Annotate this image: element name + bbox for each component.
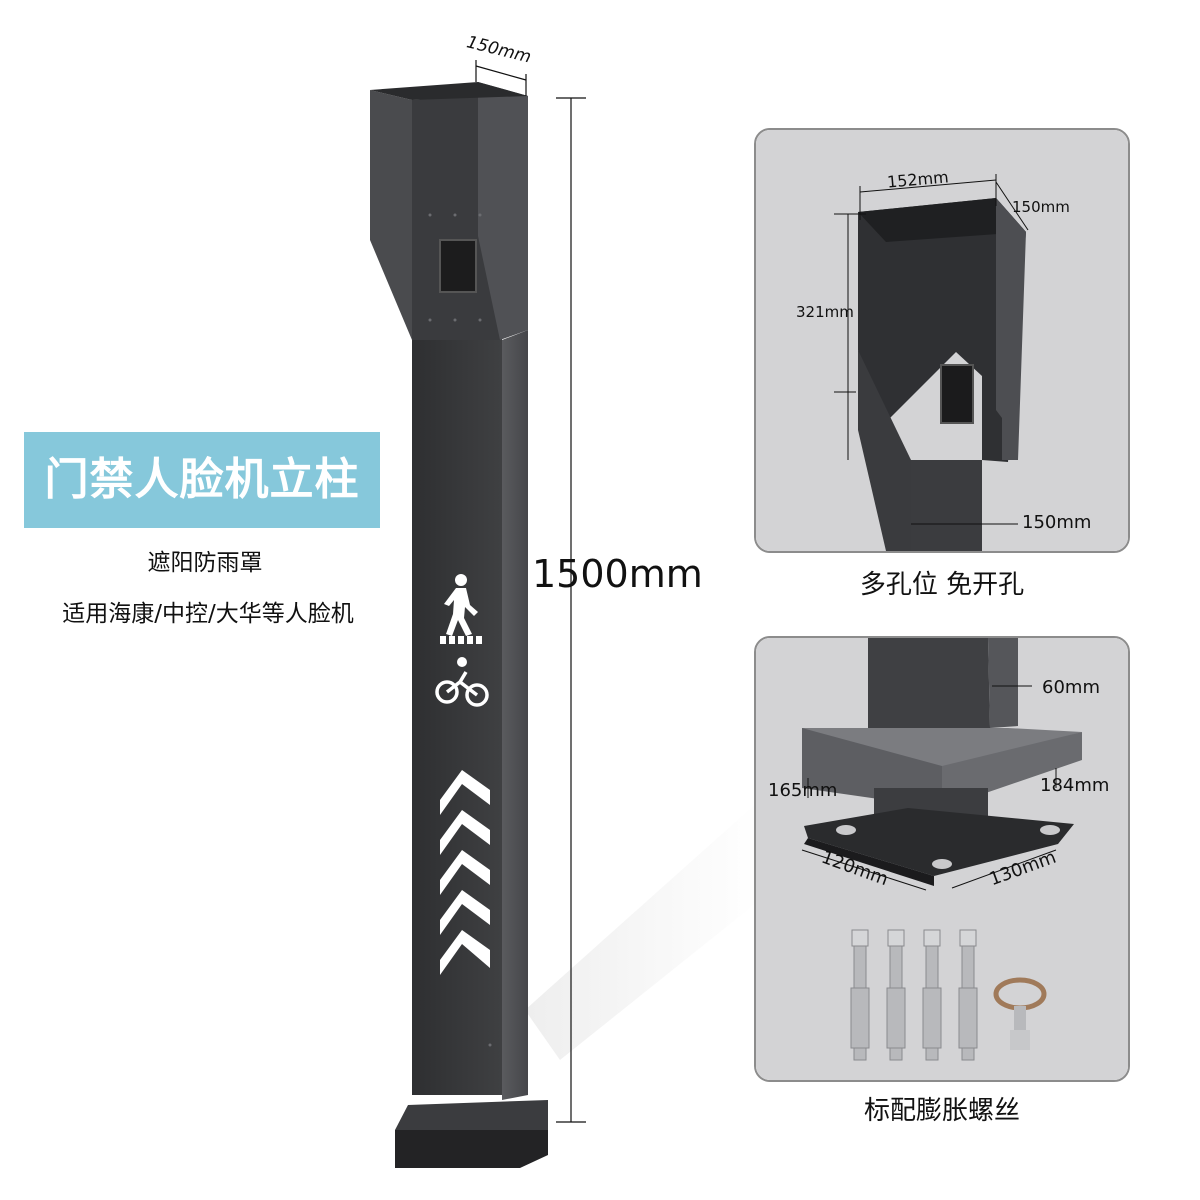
bicycle-icon bbox=[435, 657, 489, 707]
pole-width-dimension: 150mm bbox=[1022, 512, 1092, 533]
pedestrian-icon bbox=[440, 574, 482, 644]
bolts-caption: 标配膨胀螺丝 bbox=[863, 1096, 1020, 1126]
hood-depth-dimension: 150mm bbox=[1012, 198, 1070, 216]
column-dimension: 60mm bbox=[1042, 677, 1100, 698]
chevron-up-icon bbox=[440, 770, 490, 975]
pole-illustration bbox=[370, 60, 760, 1168]
hood-height-dimension: 321mm bbox=[796, 303, 854, 321]
base-detail-image bbox=[756, 638, 1128, 1080]
subtitle-compatibility: 适用海康/中控/大华等人脸机 bbox=[62, 601, 354, 627]
subtitle-rain-cover: 遮阳防雨罩 bbox=[147, 550, 263, 576]
expansion-bolts bbox=[850, 929, 1047, 1061]
product-title: 门禁人脸机立柱 bbox=[44, 454, 360, 505]
hood-detail-image bbox=[756, 130, 1128, 551]
base-detail-panel bbox=[754, 636, 1130, 1082]
flange-left-dimension: 165mm bbox=[768, 780, 838, 801]
hood-detail-panel bbox=[754, 128, 1130, 553]
title-banner bbox=[24, 432, 380, 528]
height-dimension: 1500mm bbox=[532, 552, 703, 596]
flange-right-dimension: 184mm bbox=[1040, 775, 1110, 796]
hood-caption: 多孔位 免开孔 bbox=[859, 570, 1025, 600]
